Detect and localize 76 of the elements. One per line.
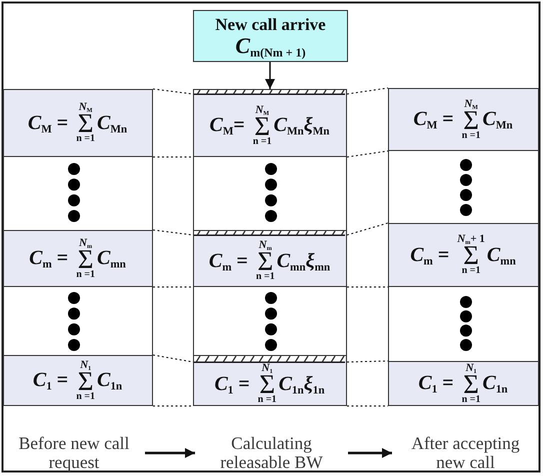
sum-lower-limit: n =1 bbox=[252, 136, 272, 146]
summation-sign: Σ bbox=[78, 113, 94, 133]
sum-upper-limit: N$_{M}$ bbox=[464, 98, 478, 110]
step-caption: Calculating releasable BW bbox=[195, 434, 348, 472]
formula-box bbox=[388, 88, 538, 150]
formula-box bbox=[388, 222, 538, 286]
column-box bbox=[3, 89, 153, 406]
sum-lower-limit: n =1 bbox=[76, 133, 95, 144]
dotted-line bbox=[152, 286, 194, 288]
sum-upper-limit: N$_{1}$ bbox=[80, 358, 92, 370]
formula-text: C$_{1n}$ξ$_{1n}$ bbox=[278, 372, 325, 396]
dotted-line bbox=[152, 354, 194, 362]
summation-sign: Σ bbox=[259, 374, 276, 394]
formula-box bbox=[2, 230, 152, 286]
formula-text: C$_{1}$ = bbox=[418, 371, 454, 395]
sum-lower-limit: n =1 bbox=[76, 268, 95, 280]
formula-text: C$_{mn}$ bbox=[486, 242, 516, 266]
summation-sign: Σ bbox=[78, 248, 94, 268]
formula-text: C$_{m(Nm + 1)}$ bbox=[235, 34, 306, 58]
formula-text: C$_{M}$= bbox=[210, 113, 245, 137]
heading-text: New call arrive bbox=[215, 14, 326, 34]
summation-sign: Σ bbox=[463, 374, 479, 394]
summation-sign: Σ bbox=[463, 245, 479, 265]
sum-upper-limit: N$_{1}$ bbox=[466, 362, 477, 374]
formula-box bbox=[192, 230, 346, 286]
dotted-line bbox=[152, 230, 194, 236]
formula-text: C$_{1n}$ bbox=[96, 368, 122, 392]
arrow bbox=[348, 448, 392, 458]
sum-lower-limit: n =1 bbox=[462, 394, 480, 404]
dotted-line bbox=[346, 222, 388, 236]
dotted-line bbox=[346, 286, 388, 288]
sum-upper-limit: N$_{m}$+ 1 bbox=[457, 233, 485, 245]
column-box bbox=[388, 88, 539, 406]
sum-upper-limit: N$_{M}$ bbox=[255, 104, 270, 116]
dotted-line bbox=[346, 150, 388, 158]
formula-box bbox=[192, 88, 346, 156]
sum-upper-limit: N$_{m}$ bbox=[258, 239, 272, 251]
formula-box bbox=[388, 360, 538, 406]
sum-lower-limit: n =1 bbox=[258, 394, 277, 405]
formula-text: C$_{1n}$ bbox=[482, 371, 508, 395]
event-box bbox=[193, 10, 348, 62]
formula-text: C$_{Mn}$ bbox=[96, 110, 128, 134]
summation-sign: Σ bbox=[463, 110, 479, 130]
formula-text: C$_{m}$ = bbox=[410, 242, 450, 266]
summation-sign: Σ bbox=[257, 251, 274, 271]
dotted-line bbox=[346, 88, 388, 94]
formula-box bbox=[2, 354, 152, 406]
column-box bbox=[193, 89, 347, 406]
formula-text: C$_{Mn}$ bbox=[482, 107, 513, 131]
sum-upper-limit: N$_{1}$ bbox=[262, 362, 273, 374]
formula-text: C$_{mn}$ bbox=[96, 246, 126, 270]
formula-text: C$_{M}$ = bbox=[413, 107, 454, 131]
sum-upper-limit: N$_{M}$ bbox=[78, 101, 92, 113]
sum-upper-limit: N$_{m}$ bbox=[79, 236, 92, 248]
step-caption: Before new call request bbox=[3, 434, 145, 472]
formula-text: C$_{1}$ = bbox=[214, 372, 250, 396]
sum-lower-limit: n =1 bbox=[462, 265, 480, 276]
dotted-line bbox=[346, 360, 388, 362]
formula-text: C$_{Mn}$ξ$_{Mn}$ bbox=[274, 113, 330, 137]
sum-lower-limit: n =1 bbox=[256, 271, 275, 282]
sum-lower-limit: n =1 bbox=[76, 390, 95, 402]
formula-box bbox=[2, 88, 152, 156]
sum-lower-limit: n =1 bbox=[462, 130, 480, 140]
formula-box bbox=[192, 354, 346, 406]
step-caption: After accepting new call bbox=[392, 434, 539, 472]
summation-sign: Σ bbox=[78, 370, 94, 390]
formula-text: C$_{m}$ = bbox=[29, 246, 68, 270]
formula-text: C$_{M}$ = bbox=[28, 110, 68, 134]
arrow bbox=[145, 448, 195, 458]
dotted-line bbox=[152, 156, 194, 158]
arrow bbox=[265, 62, 275, 89]
formula-text: C$_{1}$ = bbox=[32, 368, 68, 392]
formula-text: C$_{m}$ = bbox=[208, 248, 248, 272]
formula-text: C$_{mn}$ξ$_{mn}$ bbox=[276, 248, 330, 272]
summation-sign: Σ bbox=[254, 116, 270, 136]
dotted-line bbox=[152, 88, 194, 94]
